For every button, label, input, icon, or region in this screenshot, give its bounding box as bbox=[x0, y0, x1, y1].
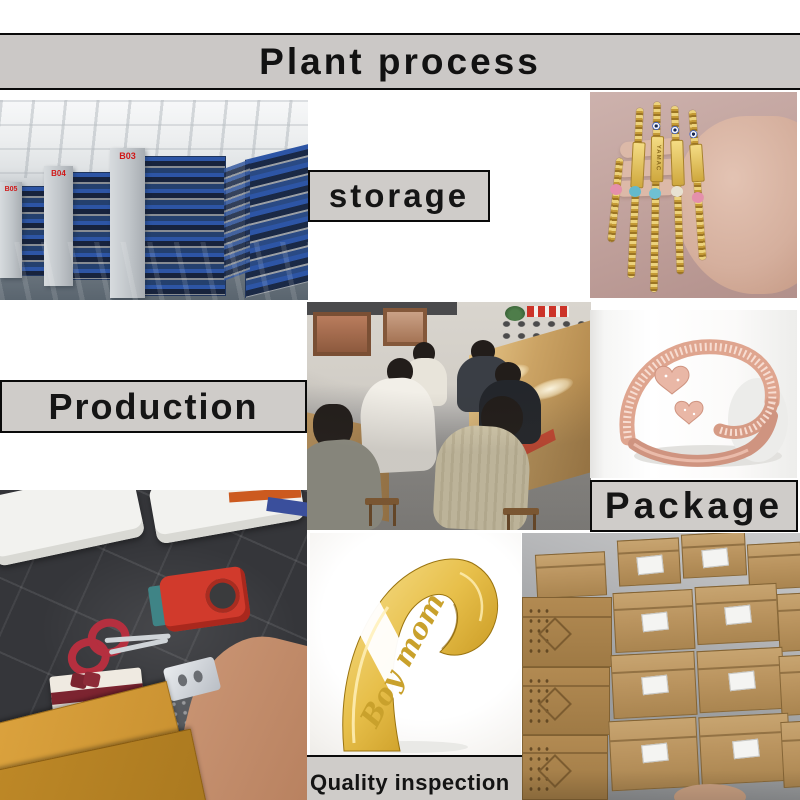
rose-bangle-photo bbox=[590, 310, 797, 478]
window bbox=[383, 308, 427, 346]
vignette bbox=[307, 302, 591, 530]
stool-leg bbox=[393, 504, 396, 526]
flower-charm bbox=[648, 187, 662, 200]
name-plate: YAMAC bbox=[650, 135, 665, 183]
package-label: Package bbox=[590, 480, 798, 532]
rack-end-panel: B03 bbox=[110, 148, 145, 298]
bracelet-chain bbox=[607, 157, 624, 243]
carton-box bbox=[616, 537, 682, 587]
earring bbox=[192, 669, 204, 684]
carton-box bbox=[694, 582, 780, 646]
carton-box bbox=[534, 551, 608, 599]
storage-label: storage bbox=[308, 170, 490, 222]
carton-label bbox=[641, 611, 669, 633]
carton-box bbox=[522, 667, 610, 735]
carton-box bbox=[778, 653, 800, 717]
evil-eye-bead bbox=[670, 125, 680, 135]
page-title: Plant process bbox=[259, 40, 541, 82]
stool-leg bbox=[507, 514, 510, 530]
bracelet-chain: YAMAC bbox=[648, 101, 665, 293]
carton-print bbox=[527, 743, 551, 792]
bracelet-chain bbox=[670, 105, 685, 275]
carton-label bbox=[636, 554, 665, 576]
production-workshop-photo bbox=[307, 302, 591, 530]
warehouse-photo: B05 B04 B03 bbox=[0, 100, 308, 300]
stool bbox=[365, 498, 399, 505]
name-plate bbox=[689, 143, 705, 183]
carton-box bbox=[610, 650, 698, 720]
storage-label-text: storage bbox=[328, 177, 470, 214]
shelf-tag: B04 bbox=[51, 169, 66, 178]
carton-print bbox=[527, 606, 551, 658]
carton-label bbox=[641, 674, 669, 696]
carton-print bbox=[527, 675, 551, 727]
plant bbox=[505, 306, 525, 321]
stool-leg bbox=[533, 514, 536, 530]
carton-box bbox=[696, 646, 786, 714]
shelf-tag: B03 bbox=[119, 151, 136, 161]
packing-table-photo bbox=[0, 490, 307, 800]
name-plate bbox=[630, 141, 646, 189]
carton-label bbox=[728, 670, 756, 691]
ribbon-bow bbox=[82, 671, 102, 689]
carton-box bbox=[680, 533, 748, 579]
quality-label-text: Quality inspection bbox=[310, 770, 510, 795]
window bbox=[313, 312, 371, 356]
carton-box bbox=[612, 588, 696, 654]
bracelets-photo: YAMAC bbox=[590, 92, 797, 298]
title-banner: Plant process bbox=[0, 33, 800, 90]
stool-leg bbox=[369, 504, 372, 526]
name-plate-text: YAMAC bbox=[654, 144, 662, 172]
name-plate bbox=[670, 139, 685, 187]
earring bbox=[176, 673, 189, 688]
gold-cuff-illustration: Boy mom bbox=[342, 558, 499, 753]
quality-inspection-label: Quality inspection bbox=[307, 755, 522, 800]
stool bbox=[503, 508, 539, 515]
floor-shade bbox=[522, 770, 800, 800]
carton-label bbox=[701, 547, 730, 569]
evil-eye-bead bbox=[652, 121, 661, 131]
wall-sign bbox=[527, 306, 569, 317]
rose-bangle-illustration bbox=[619, 339, 788, 467]
package-label-text: Package bbox=[604, 485, 784, 526]
finger bbox=[615, 178, 677, 198]
carton-label bbox=[724, 604, 752, 626]
cartons-photo bbox=[522, 533, 800, 800]
carton-label bbox=[732, 738, 760, 760]
carton-box bbox=[522, 597, 612, 667]
carton-label bbox=[641, 743, 669, 764]
shelf-tag: B05 bbox=[4, 186, 18, 193]
hand bbox=[674, 784, 746, 800]
carton-box bbox=[776, 591, 800, 653]
rack-end-panel: B04 bbox=[44, 166, 73, 286]
production-label: Production bbox=[0, 380, 307, 433]
evil-eye-bead bbox=[689, 129, 698, 139]
gold-cuff-photo: Boy mom bbox=[310, 533, 521, 755]
shelf-stack bbox=[140, 156, 226, 296]
carton-box bbox=[522, 735, 608, 800]
rack-end-panel: B05 bbox=[0, 182, 22, 278]
warehouse-floor bbox=[0, 242, 308, 300]
production-label-text: Production bbox=[48, 385, 259, 427]
